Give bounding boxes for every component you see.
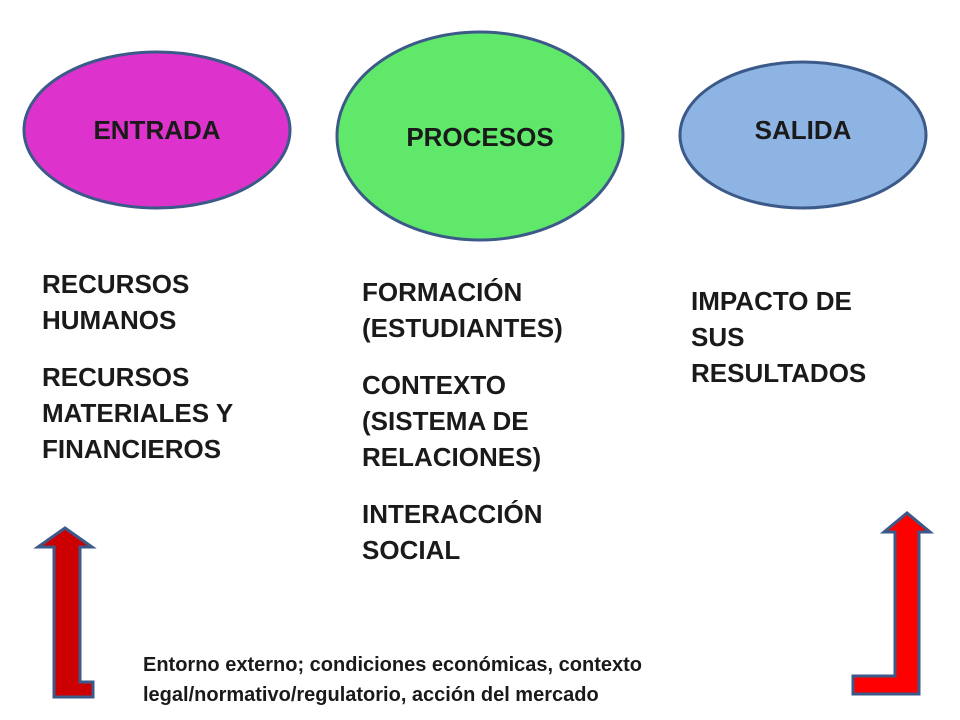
entrada-item: RECURSOS HUMANOS: [42, 266, 233, 338]
procesos-items: FORMACIÓN (ESTUDIANTES) CONTEXTO (SISTEM…: [362, 274, 563, 568]
salida-items: IMPACTO DE SUS RESULTADOS: [691, 283, 866, 391]
salida-ellipse: [678, 60, 928, 210]
procesos-item-line: INTERACCIÓN: [362, 499, 543, 529]
procesos-item-line: FORMACIÓN: [362, 277, 523, 307]
entrada-item-line: MATERIALES Y: [42, 398, 234, 428]
entrada-item: RECURSOS MATERIALES Y FINANCIEROS: [42, 359, 233, 467]
salida-node: SALIDA: [678, 60, 928, 210]
procesos-node: PROCESOS: [335, 30, 625, 242]
entrada-items: RECURSOS HUMANOS RECURSOS MATERIALES Y F…: [42, 266, 233, 467]
salida-item-line: SUS: [691, 322, 745, 352]
entrada-node: ENTRADA: [22, 50, 292, 210]
salida-item-line: RESULTADOS: [691, 358, 867, 388]
entrada-item-line: RECURSOS: [42, 269, 190, 299]
procesos-item-line: (ESTUDIANTES): [362, 313, 563, 343]
left-up-arrow: [33, 526, 97, 699]
procesos-item-line: (SISTEMA DE: [362, 406, 529, 436]
entrada-item-line: HUMANOS: [42, 305, 177, 335]
procesos-label: PROCESOS: [406, 122, 553, 152]
entrada-item-line: RECURSOS: [42, 362, 190, 392]
entrada-label: ENTRADA: [93, 115, 220, 145]
procesos-item: CONTEXTO (SISTEMA DE RELACIONES): [362, 367, 563, 475]
entrada-item-line: FINANCIEROS: [42, 434, 222, 464]
procesos-item-line: SOCIAL: [362, 535, 461, 565]
procesos-item: INTERACCIÓN SOCIAL: [362, 496, 563, 568]
salida-item-line: IMPACTO DE: [691, 286, 852, 316]
footer-line: Entorno externo; condiciones económicas,…: [143, 654, 642, 676]
right-up-arrow: [851, 511, 935, 696]
procesos-item-line: CONTEXTO: [362, 370, 506, 400]
procesos-item: FORMACIÓN (ESTUDIANTES): [362, 274, 563, 346]
procesos-item-line: RELACIONES): [362, 442, 542, 472]
entrada-ellipse: [22, 50, 292, 210]
procesos-ellipse: [335, 30, 625, 242]
external-environment-note: Entorno externo; condiciones económicas,…: [143, 650, 642, 710]
salida-item: IMPACTO DE SUS RESULTADOS: [691, 283, 866, 391]
salida-label: SALIDA: [755, 115, 852, 145]
footer-line: legal/normativo/regulatorio, acción del …: [143, 684, 599, 706]
